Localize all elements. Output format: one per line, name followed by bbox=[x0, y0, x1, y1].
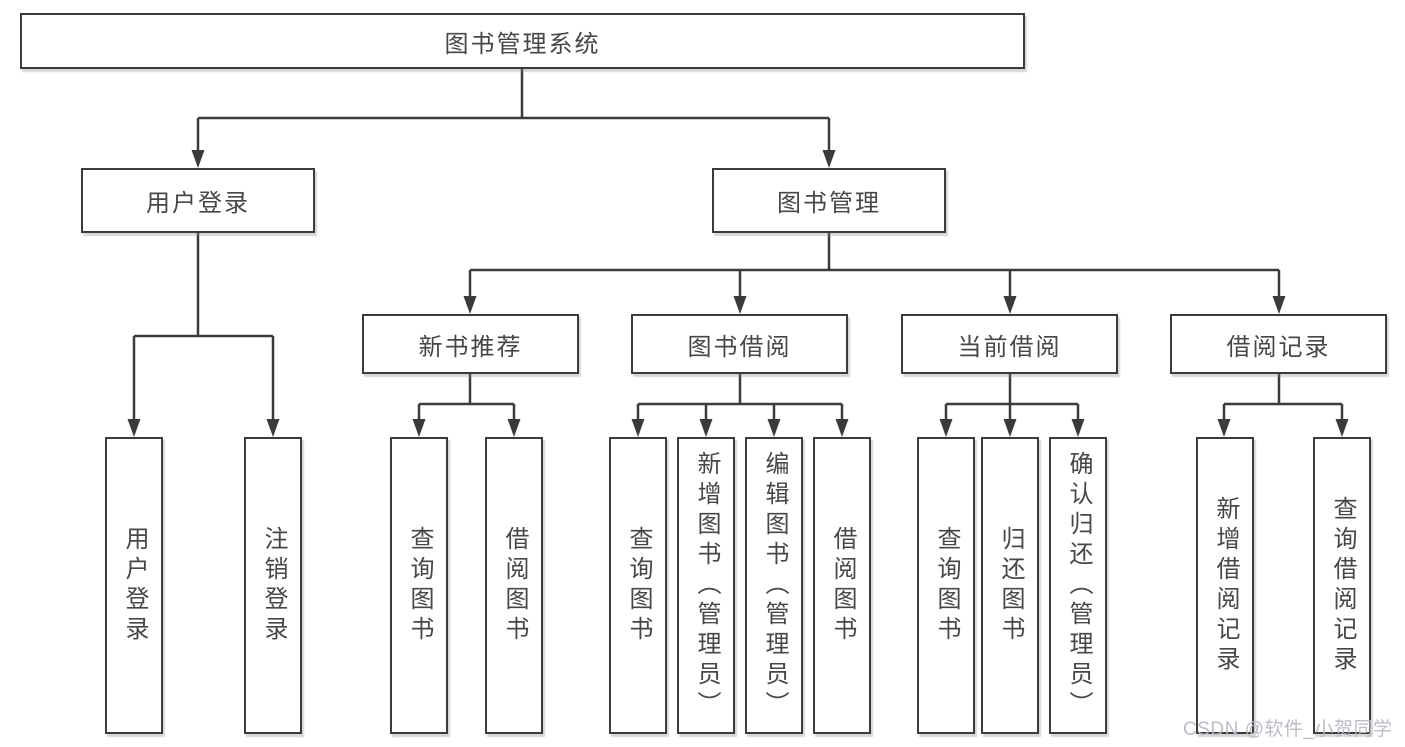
leaf-label: 新增借阅记录 bbox=[1212, 495, 1239, 676]
leaf-label: 查询图书 bbox=[406, 525, 433, 646]
connector-paths bbox=[132, 69, 1344, 419]
node-new-book-recommend-label: 新书推荐 bbox=[418, 333, 523, 361]
node-book-borrow: 图书借阅 bbox=[631, 314, 848, 374]
node-leaf-query-borrow-record: 查询借阅记录 bbox=[1313, 437, 1371, 734]
node-new-book-recommend: 新书推荐 bbox=[362, 314, 579, 374]
node-user-login: 用户登录 bbox=[81, 168, 315, 233]
node-borrow-records: 借阅记录 bbox=[1170, 314, 1387, 374]
leaf-label: 编辑图书（管理员） bbox=[761, 450, 788, 721]
node-leaf-logout: 注销登录 bbox=[244, 437, 302, 734]
leaf-label: 用户登录 bbox=[121, 525, 148, 646]
node-borrow-records-label: 借阅记录 bbox=[1226, 333, 1331, 361]
leaf-label: 注销登录 bbox=[260, 525, 287, 646]
leaf-label: 查询借阅记录 bbox=[1329, 495, 1356, 676]
node-leaf-user-login: 用户登录 bbox=[105, 437, 163, 734]
node-leaf-borrow-books: 借阅图书 bbox=[813, 437, 871, 734]
csdn-watermark: CSDN @软件_小贺同学 bbox=[1183, 719, 1393, 740]
node-leaf-query-books-current: 查询图书 bbox=[917, 437, 975, 734]
node-book-borrow-label: 图书借阅 bbox=[687, 333, 792, 361]
leaf-label: 借阅图书 bbox=[829, 525, 856, 646]
node-leaf-add-book-admin: 新增图书（管理员） bbox=[677, 437, 735, 734]
node-leaf-edit-book-admin: 编辑图书（管理员） bbox=[745, 437, 803, 734]
leaf-label: 借阅图书 bbox=[501, 525, 528, 646]
node-leaf-add-borrow-record: 新增借阅记录 bbox=[1196, 437, 1254, 734]
leaf-label: 查询图书 bbox=[625, 525, 652, 646]
node-root-system-label: 图书管理系统 bbox=[444, 30, 601, 58]
node-user-login-label: 用户登录 bbox=[146, 190, 250, 217]
node-current-borrow-label: 当前借阅 bbox=[957, 333, 1062, 361]
node-leaf-query-books-recommend: 查询图书 bbox=[390, 437, 448, 734]
leaf-label: 确认归还（管理员） bbox=[1065, 450, 1092, 721]
node-leaf-query-books-borrow: 查询图书 bbox=[609, 437, 667, 734]
leaf-label: 归还图书 bbox=[997, 525, 1024, 646]
node-root-system: 图书管理系统 bbox=[20, 13, 1025, 69]
arrowheads bbox=[127, 150, 1349, 437]
node-leaf-borrow-books-recommend: 借阅图书 bbox=[485, 437, 543, 734]
leaf-label: 查询图书 bbox=[933, 525, 960, 646]
node-book-management: 图书管理 bbox=[712, 168, 946, 233]
node-leaf-confirm-return-admin: 确认归还（管理员） bbox=[1049, 437, 1107, 734]
node-book-management-label: 图书管理 bbox=[777, 190, 881, 217]
leaf-label: 新增图书（管理员） bbox=[693, 450, 720, 721]
node-current-borrow: 当前借阅 bbox=[901, 314, 1118, 374]
node-leaf-return-book: 归还图书 bbox=[981, 437, 1039, 734]
